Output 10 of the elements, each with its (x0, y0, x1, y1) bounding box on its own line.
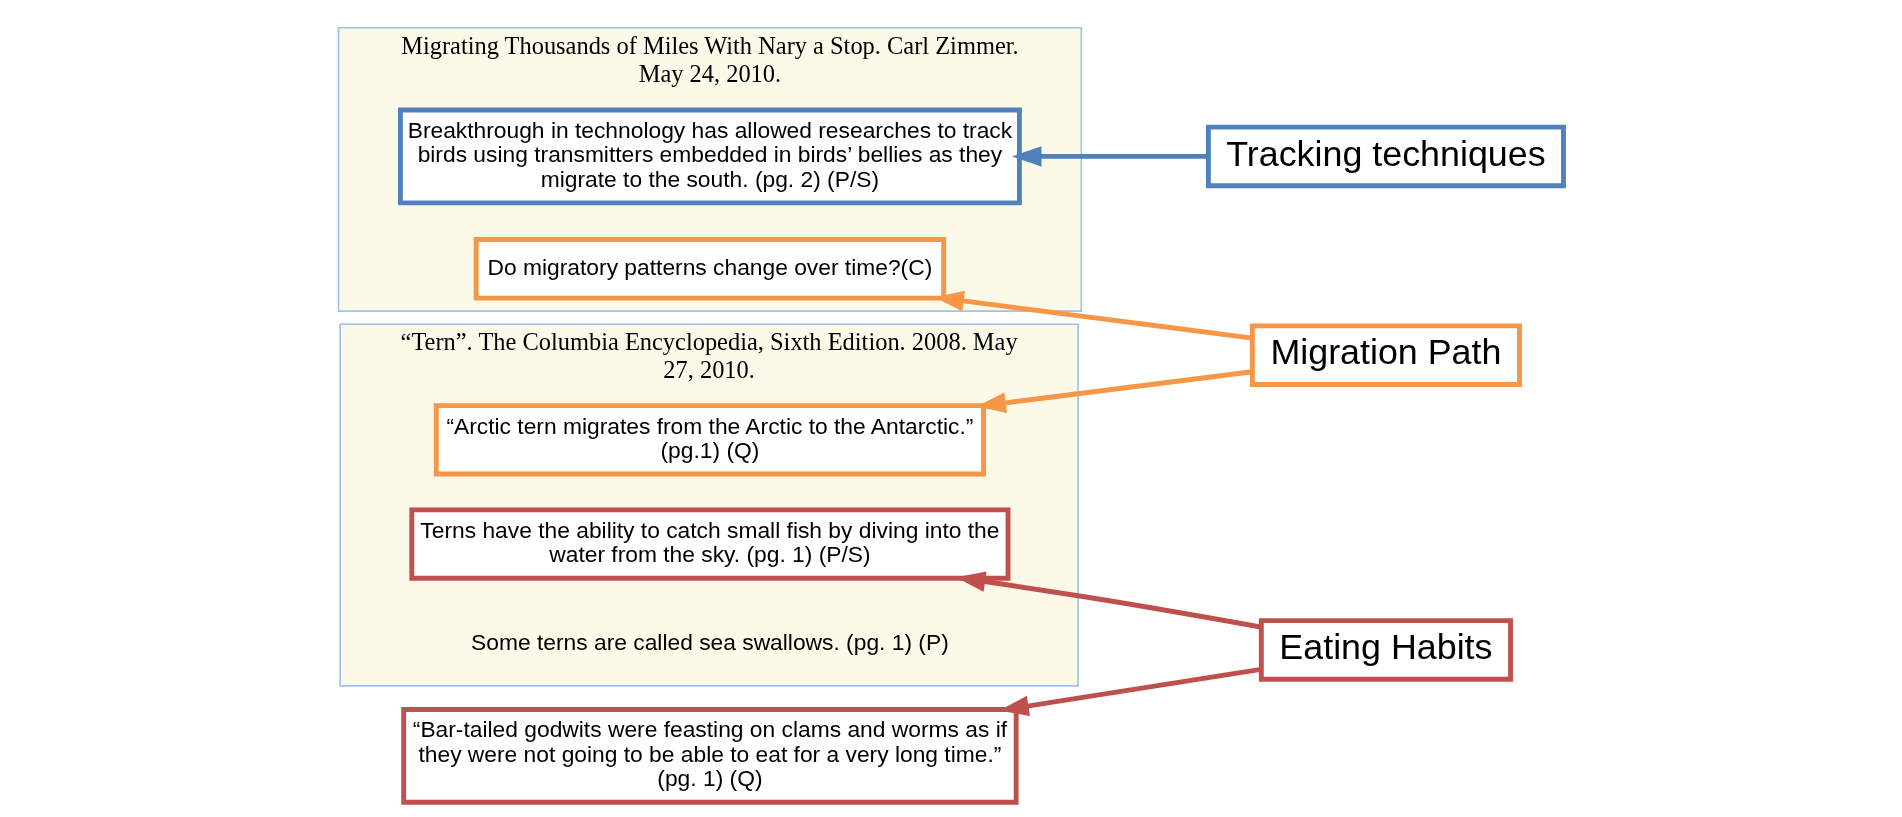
node-text: Some terns are called sea swallows. (pg. 1) (P) (471, 628, 949, 655)
node-box: Terns have the ability to catch small fish by diving into the water from the sky. (pg. 1) (P/S) (409, 507, 1011, 581)
node-box: Do migratory patterns change over time?(C) (473, 237, 947, 301)
node-box: Migration Path (1249, 323, 1522, 387)
arrow (1012, 146, 1208, 167)
node-box: “Arctic tern migrates from the Arctic to the Antarctic.” (pg.1) (Q) (433, 403, 987, 477)
node-box: Tracking techniques (1205, 124, 1566, 189)
node-box: “Bar-tailed godwits were feasting on clams and worms as if they were not going to be able to eat for a very long time.” (pg. 1) (Q) (401, 707, 1019, 805)
node-box: Eating Habits (1258, 618, 1513, 682)
node-box: Breakthrough in technology has allowed researches to track birds using transmitters embedded in birds’ bellies as they migrate to the south. (pg. 2) (P/S) (397, 107, 1022, 206)
